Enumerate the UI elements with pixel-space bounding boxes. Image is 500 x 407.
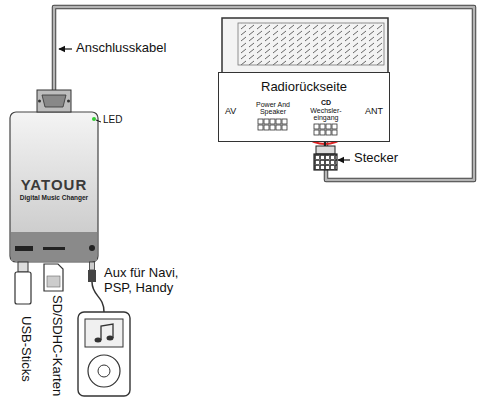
leader-arrow bbox=[59, 48, 72, 49]
plug-label: Stecker bbox=[354, 151, 398, 166]
radio-back-panel: RadiorückseitePower And Speaker CDWechsle… bbox=[218, 72, 390, 142]
node-text: Wechsler- eingang bbox=[308, 107, 344, 122]
connection-cable bbox=[54, 7, 474, 180]
pin-grid bbox=[257, 118, 289, 132]
node-heading: CD bbox=[308, 99, 344, 107]
aux-cable bbox=[88, 262, 104, 312]
cable-label: Anschlusskabel bbox=[76, 41, 166, 56]
node-heading: Power And Speaker bbox=[251, 101, 295, 116]
node-heading: YATOUR bbox=[10, 176, 98, 194]
changer-body bbox=[10, 112, 98, 262]
node-heading: Radiorückseite bbox=[219, 79, 389, 95]
mp3-player bbox=[78, 312, 130, 396]
music-changer-box: YATOURDigital Music Changer bbox=[10, 112, 98, 262]
radio-casing bbox=[222, 18, 388, 74]
socket-label: ANT bbox=[365, 106, 383, 116]
media-label: USB-Sticks bbox=[18, 316, 33, 382]
media-label: SD/SDHC-Karten bbox=[49, 295, 64, 396]
usb-stick bbox=[15, 262, 31, 304]
socket-label: AV bbox=[225, 106, 236, 116]
cable-core bbox=[54, 7, 474, 180]
sd-card bbox=[44, 264, 63, 291]
node-text: Digital Music Changer bbox=[10, 194, 98, 202]
sub-d-connector bbox=[37, 90, 71, 112]
led-label: LED bbox=[103, 114, 122, 126]
aux-label: Aux für Navi, PSP, Handy bbox=[104, 266, 196, 296]
cable-outline bbox=[54, 7, 474, 180]
pin-grid bbox=[313, 123, 339, 137]
plug-connector bbox=[314, 141, 337, 170]
leader-arrow bbox=[338, 159, 350, 160]
power-speaker-socket: Power And Speaker bbox=[249, 101, 297, 139]
leader-line bbox=[96, 120, 101, 122]
changer-input-socket: CDWechsler- eingang bbox=[306, 99, 346, 141]
